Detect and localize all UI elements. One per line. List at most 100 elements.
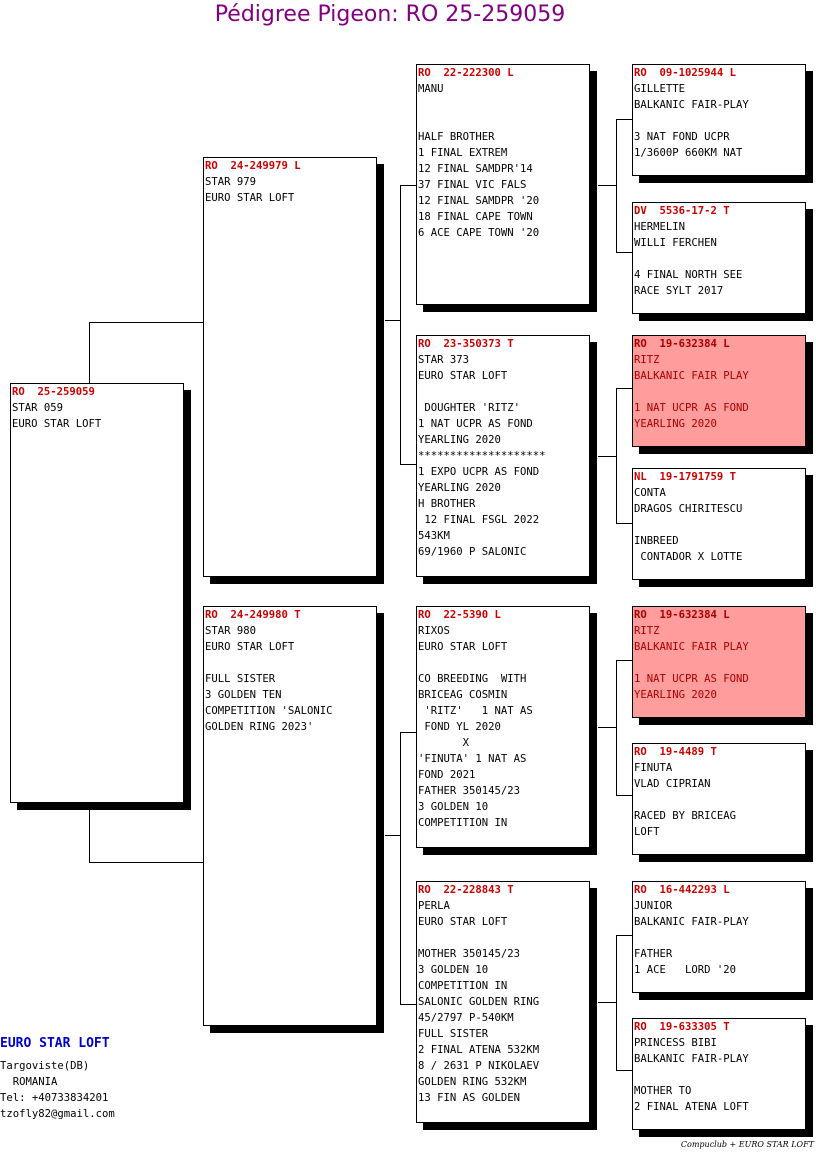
detail-line: 69/1960 P SALONIC — [418, 546, 527, 558]
detail-line: 3 NAT FOND UCPR — [634, 131, 730, 143]
detail-line: 1 NAT UCPR AS FOND — [634, 673, 749, 685]
detail-line: 1 NAT UCPR AS FOND — [634, 402, 749, 414]
detail-line: BALKANIC FAIR-PLAY — [634, 1053, 749, 1065]
connector — [89, 322, 204, 323]
detail-line: PERLA — [418, 900, 450, 912]
detail-line: 12 FINAL FSGL 2022 — [418, 514, 540, 526]
detail-line: EURO STAR LOFT — [418, 370, 508, 382]
detail-line: STAR 979 — [205, 176, 257, 188]
detail-line: EURO STAR LOFT — [418, 641, 508, 653]
detail-line: FATHER 350145/23 — [418, 785, 521, 797]
connector — [616, 935, 617, 1071]
detail-line: BALKANIC FAIR PLAY — [634, 641, 749, 653]
connector — [616, 660, 632, 661]
connector — [400, 185, 401, 465]
detail-line: STAR 373 — [418, 354, 470, 366]
detail-line — [634, 792, 805, 808]
connector — [598, 456, 616, 457]
detail-line: RACE SYLT 2017 — [634, 285, 724, 297]
ring-number: DV 5536-17-2 T — [634, 205, 730, 217]
detail-line: 37 FINAL VIC FALS — [418, 179, 527, 191]
detail-line: 'RITZ' 1 NAT AS — [418, 705, 533, 717]
connector — [89, 810, 90, 863]
detail-line: FATHER — [634, 948, 673, 960]
ring-number: RO 19-633305 T — [634, 1021, 730, 1033]
connector — [616, 1070, 632, 1071]
detail-line: Tel: +40733834201 — [0, 1092, 109, 1104]
connector — [400, 1004, 416, 1005]
detail-line: Targoviste(DB) — [0, 1060, 90, 1072]
detail-line: MANU — [418, 83, 444, 95]
detail-line: DOUGHTER 'RITZ' — [418, 402, 521, 414]
detail-line: EURO STAR LOFT — [205, 641, 295, 653]
detail-line: PRINCESS BIBI — [634, 1037, 717, 1049]
detail-line: EURO STAR LOFT — [12, 418, 102, 430]
ring-number: RO 24-249980 T — [205, 609, 301, 621]
ring-number: RO 19-632384 L — [634, 609, 730, 621]
connector — [616, 388, 617, 524]
detail-line — [205, 655, 376, 671]
detail-line: COMPETITION IN — [418, 817, 508, 829]
detail-line: MOTHER TO — [634, 1085, 692, 1097]
detail-line: MOTHER 350145/23 — [418, 948, 521, 960]
detail-line: RITZ — [634, 354, 660, 366]
detail-line: EURO STAR LOFT — [418, 916, 508, 928]
detail-line: WILLI FERCHEN — [634, 237, 717, 249]
detail-line: 2 FINAL ATENA LOFT — [634, 1101, 749, 1113]
detail-line — [634, 1067, 805, 1083]
connector — [616, 795, 632, 796]
detail-line: BALKANIC FAIR PLAY — [634, 370, 749, 382]
connector — [616, 935, 632, 936]
detail-line: 1 ACE LORD '20 — [634, 964, 737, 976]
connector — [616, 388, 632, 389]
detail-line: tzofly82@gmail.com — [0, 1108, 115, 1120]
detail-line — [418, 113, 589, 129]
detail-line: SALONIC GOLDEN RING — [418, 996, 540, 1008]
detail-line: GOLDEN RING 532KM — [418, 1076, 527, 1088]
detail-line: BALKANIC FAIR-PLAY — [634, 916, 749, 928]
pigeon-card-gen3-highlighted: RO 19-632384 L RITZ BALKANIC FAIR PLAY 1 … — [632, 335, 806, 447]
connector — [616, 119, 617, 253]
detail-line: 45/2797 P-540KM — [418, 1012, 514, 1024]
connector — [400, 464, 416, 465]
detail-line: FULL SISTER — [418, 1028, 489, 1040]
detail-line: 18 FINAL CAPE TOWN — [418, 211, 533, 223]
ring-number: RO 22-222300 L — [418, 67, 514, 79]
ring-number: RO 09-1025944 L — [634, 67, 737, 79]
detail-line: CONTA — [634, 487, 666, 499]
detail-line: GOLDEN RING 2023' — [205, 721, 314, 733]
detail-line — [418, 97, 589, 113]
detail-line — [634, 113, 805, 129]
detail-line: HALF BROTHER — [418, 131, 495, 143]
connector — [598, 185, 616, 186]
detail-line: 3 GOLDEN 10 — [418, 964, 489, 976]
connector — [89, 322, 90, 384]
connector — [89, 862, 204, 863]
detail-line: YEARLING 2020 — [418, 482, 501, 494]
ring-number: RO 19-632384 L — [634, 338, 730, 350]
detail-line: RACED BY BRICEAG — [634, 810, 737, 822]
ring-number: NL 19-1791759 T — [634, 471, 737, 483]
detail-line: 13 FIN AS GOLDEN — [418, 1092, 521, 1104]
detail-line: 1/3600P 660KM NAT — [634, 147, 743, 159]
detail-line — [634, 251, 805, 267]
connector — [385, 320, 400, 321]
connector — [400, 732, 401, 1005]
detail-line: 6 ACE CAPE TOWN '20 — [418, 227, 540, 239]
ring-number: RO 16-442293 L — [634, 884, 730, 896]
detail-line: FINUTA — [634, 762, 673, 774]
